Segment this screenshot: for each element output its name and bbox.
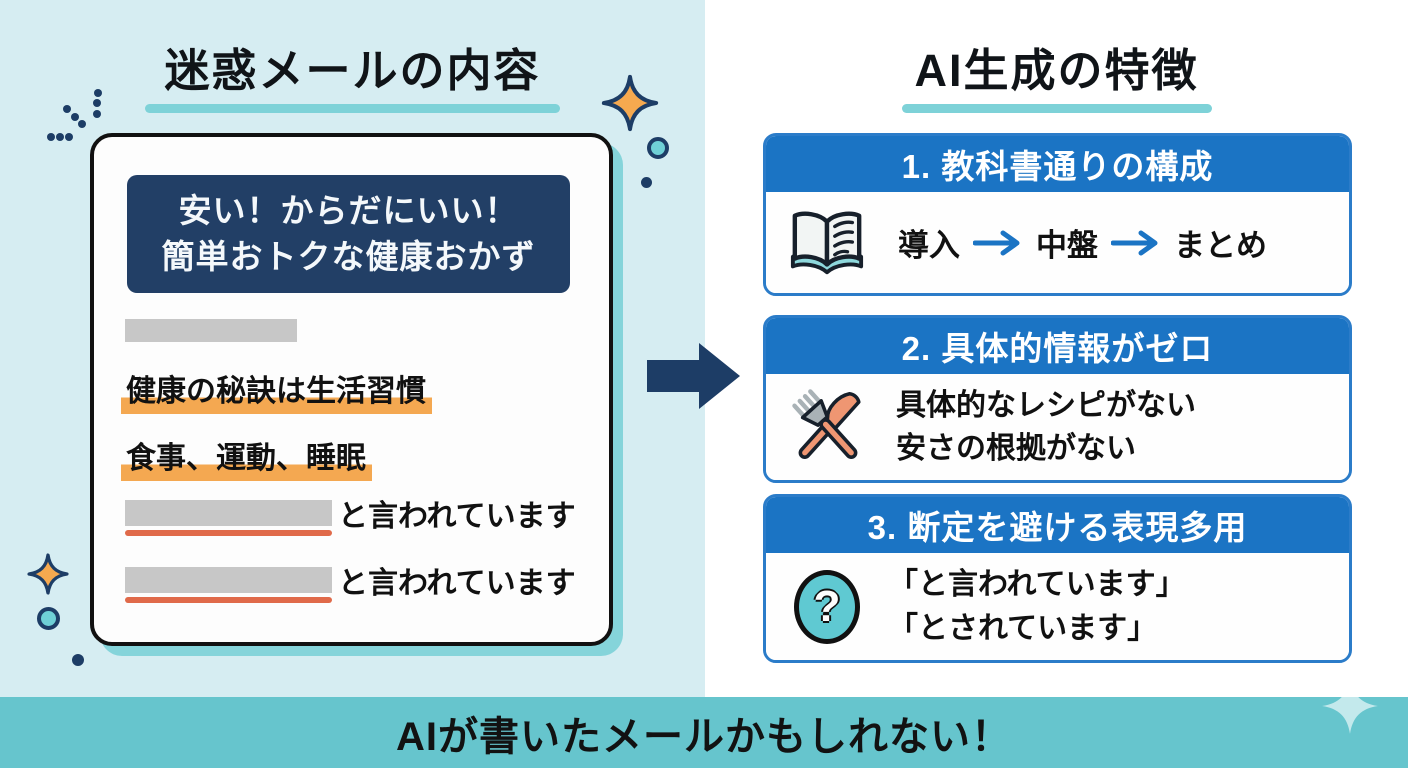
spam-email-panel: 迷惑メールの内容 安い！からだにいい！ 簡単おトクな健康おかず 健康の秘訣は生活… xyxy=(0,0,705,697)
footer-banner: AIが書いたメールかもしれない！ xyxy=(0,697,1408,768)
redacted-text-bar xyxy=(125,500,332,526)
dot-decoration xyxy=(641,177,652,188)
redacted-underlined-bar xyxy=(125,500,332,536)
feature-line: 「とされています」 xyxy=(888,611,1158,645)
flow-step-summary: まとめ xyxy=(1174,228,1267,263)
right-title-wrap: AI生成の特徴 xyxy=(705,34,1408,113)
knife-fork-icon xyxy=(792,389,861,459)
right-panel-title: AI生成の特徴 xyxy=(914,45,1199,96)
redacted-text-bar xyxy=(125,567,332,593)
sparkle-icon xyxy=(601,74,659,132)
vague-phrase-1: と言われています xyxy=(338,500,576,533)
circle-decoration xyxy=(647,137,669,159)
title-underline xyxy=(901,104,1212,113)
flow-step-intro: 導入 xyxy=(898,228,960,263)
email-subject-line2: 簡単おトクな健康おかず xyxy=(161,238,536,275)
feature-box-2-title: 2. 具体的情報がゼロ xyxy=(766,318,1349,374)
highlighted-phrase-2: 食事、運動、睡眠 xyxy=(121,433,372,481)
orange-underline xyxy=(125,597,332,603)
highlighted-phrase-1: 健康の秘訣は生活習慣 xyxy=(121,366,432,414)
feature-box-hedging: 3. 断定を避ける表現多用 ? 「と言われています」 「とされています」 xyxy=(763,494,1352,663)
flow-step-middle: 中盤 xyxy=(1036,228,1098,263)
flow-arrow-icon xyxy=(1111,230,1158,255)
feature-line: 安さの根拠がない xyxy=(896,432,1136,465)
email-subject-line1: 安い！からだにいい！ xyxy=(178,191,519,229)
feature-box-1-body: 導入 中盤 まとめ xyxy=(766,192,1349,293)
feature-box-2-lines: 具体的なレシピがない 安さの根拠がない xyxy=(896,384,1196,471)
left-panel-title: 迷惑メールの内容 xyxy=(164,45,541,96)
ai-features-panel: AI生成の特徴 1. 教科書通りの構成 導入 中盤 xyxy=(705,0,1408,697)
feature-box-3-title: 3. 断定を避ける表現多用 xyxy=(766,497,1349,553)
vague-phrase-2: と言われています xyxy=(338,567,576,600)
feature-line: 具体的なレシピがない xyxy=(896,388,1196,422)
question-mark-icon: ? xyxy=(794,569,860,644)
dot-decoration xyxy=(72,654,84,666)
footer-message: AIが書いたメールかもしれない！ xyxy=(396,714,1012,759)
vague-claim-row-2: と言われています xyxy=(125,567,576,603)
arrow-right-icon xyxy=(647,343,740,409)
feature-box-2-body: 具体的なレシピがない 安さの根拠がない xyxy=(766,374,1349,480)
email-subject-banner: 安い！からだにいい！ 簡単おトクな健康おかず xyxy=(127,175,570,293)
redacted-text-bar xyxy=(125,319,297,342)
structure-flow: 導入 中盤 まとめ xyxy=(898,220,1267,265)
feature-box-1-title: 1. 教科書通りの構成 xyxy=(766,136,1349,192)
sparkle-icon xyxy=(27,553,69,595)
feature-box-3-body: ? 「と言われています」 「とされています」 xyxy=(766,553,1349,660)
feature-box-no-specifics: 2. 具体的情報がゼロ 具体的なレシピがない 安さの根拠がない xyxy=(763,315,1352,483)
sparkle-icon xyxy=(1322,697,1378,734)
circle-decoration xyxy=(37,607,60,630)
dots-burst-decoration xyxy=(47,89,102,141)
title-underline xyxy=(145,104,560,113)
flow-arrow-icon xyxy=(973,230,1020,255)
feature-box-3-lines: 「と言われています」 「とされています」 xyxy=(888,563,1186,650)
orange-underline xyxy=(125,530,332,536)
vague-claim-row-1: と言われています xyxy=(125,500,576,536)
feature-line: 「と言われています」 xyxy=(888,568,1186,601)
left-title-wrap: 迷惑メールの内容 xyxy=(0,34,705,113)
feature-box-structure: 1. 教科書通りの構成 導入 中盤 xyxy=(763,133,1352,296)
redacted-underlined-bar xyxy=(125,567,332,603)
open-book-icon xyxy=(790,211,864,274)
spam-email-card: 安い！からだにいい！ 簡単おトクな健康おかず 健康の秘訣は生活習慣 食事、運動、… xyxy=(90,133,613,646)
